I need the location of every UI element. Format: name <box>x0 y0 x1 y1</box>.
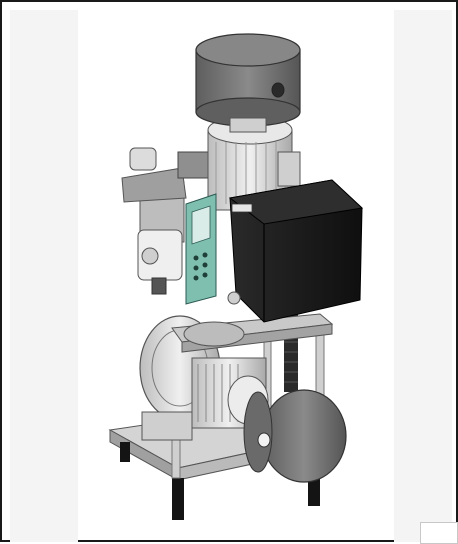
feet <box>120 442 320 520</box>
middle-plate <box>171 313 334 353</box>
control-box <box>228 179 364 323</box>
display-panel <box>185 193 241 305</box>
lower-silencer <box>243 389 347 483</box>
top-silencer <box>195 33 301 133</box>
left-background-panel <box>10 10 78 542</box>
right-background-panel <box>394 10 452 542</box>
filter-canister <box>121 147 223 295</box>
